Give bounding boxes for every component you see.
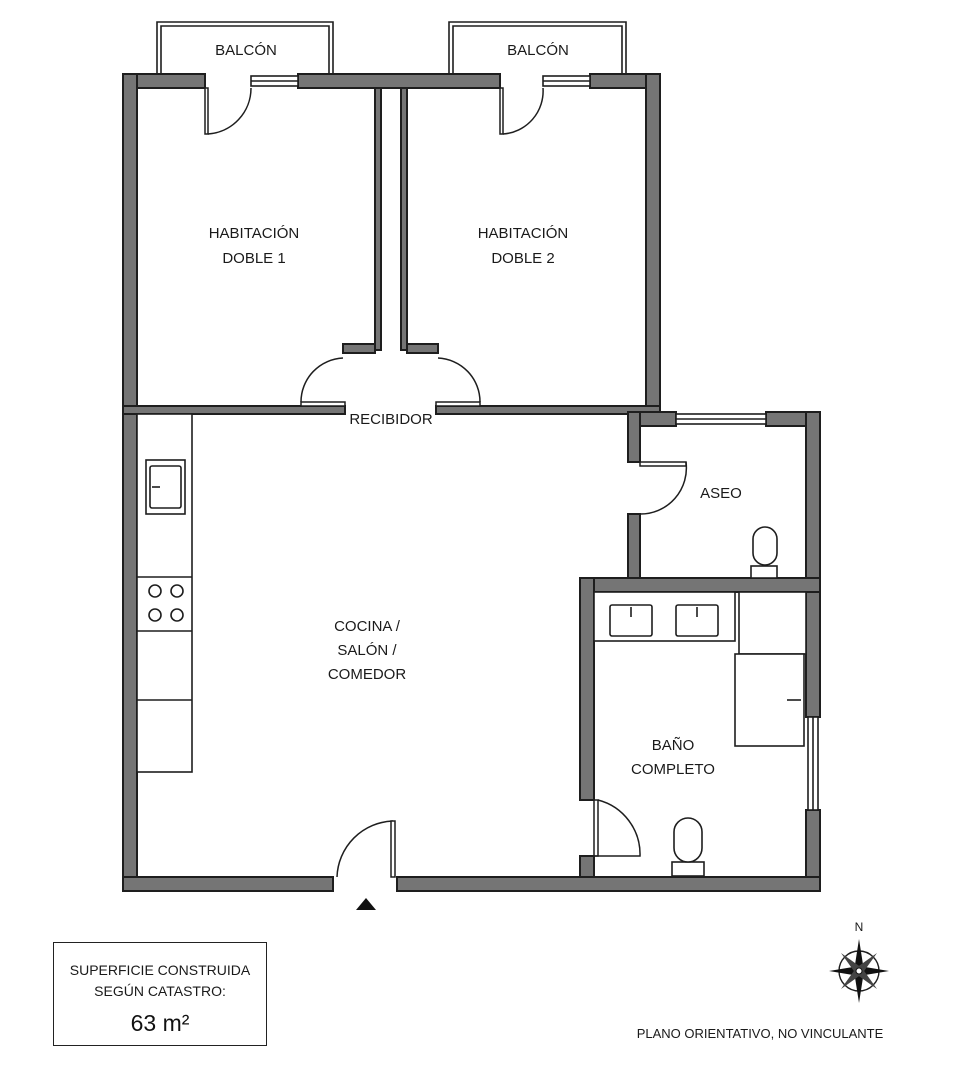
- bedroom-1-label-line1: HABITACIÓN: [209, 225, 300, 242]
- living-label-line2: SALÓN /: [337, 642, 397, 659]
- living-label-line3: COMEDOR: [328, 666, 407, 683]
- toilet-icon: [750, 526, 778, 579]
- disclaimer-text: PLANO ORIENTATIVO, NO VINCULANTE: [636, 1026, 884, 1041]
- living-label-line1: COCINA /: [334, 618, 401, 635]
- kitchen-counter: [136, 413, 193, 773]
- bedroom-2-label-line2: DOBLE 2: [491, 250, 554, 267]
- balcony-2-label: BALCÓN: [507, 42, 569, 59]
- area-info-box: SUPERFICIE CONSTRUIDA SEGÚN CATASTRO: 63…: [53, 942, 267, 1046]
- area-value: 63 m²: [130, 1010, 190, 1036]
- balcony-right: [448, 21, 627, 74]
- shower-icon: [734, 591, 807, 747]
- bathroom-label-line2: COMPLETO: [631, 761, 715, 778]
- bathroom-toilet-icon: [671, 817, 705, 877]
- balcony-left: [156, 21, 334, 74]
- hall-label: RECIBIDOR: [349, 411, 433, 428]
- compass-north-label: N: [854, 920, 864, 934]
- kitchen-sink-icon: [145, 459, 186, 515]
- compass-rose-icon: [829, 939, 889, 1003]
- area-info-line1: SUPERFICIE CONSTRUIDA: [69, 962, 251, 978]
- toilet-label: ASEO: [700, 485, 742, 502]
- bedroom-2-label-line1: HABITACIÓN: [478, 225, 569, 242]
- bathroom-label-line1: BAÑO: [652, 737, 695, 754]
- cooktop-icon: [148, 584, 184, 622]
- windows: [250, 75, 819, 811]
- double-sink-icon: [593, 591, 736, 642]
- doors: [204, 87, 688, 878]
- entrance-arrow-icon: [356, 898, 376, 910]
- area-info-line2: SEGÚN CATASTRO:: [94, 983, 226, 999]
- walls: [122, 73, 821, 892]
- balcony-1-label: BALCÓN: [215, 42, 277, 59]
- bedroom-1-label-line2: DOBLE 1: [222, 250, 285, 267]
